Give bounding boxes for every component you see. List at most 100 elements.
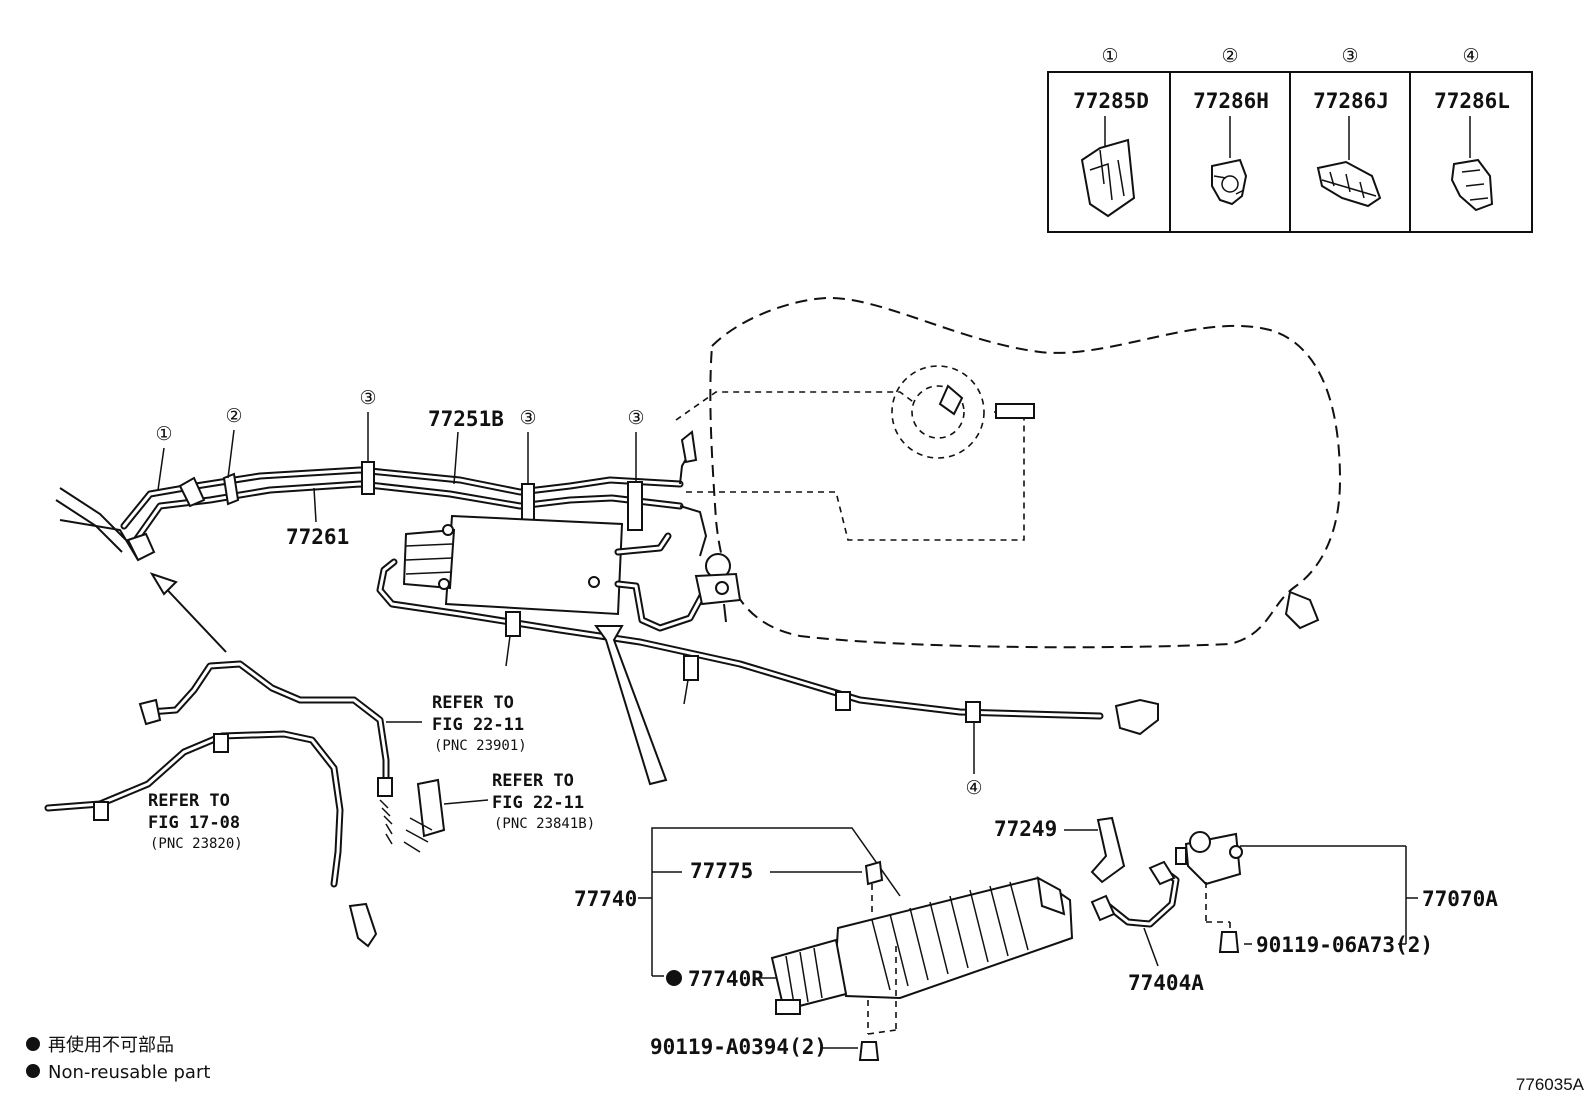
line-end-bolt [348, 902, 378, 948]
clip-table-index-2: ② [1221, 45, 1238, 67]
hose-77249 [1090, 816, 1126, 884]
clip-table-index-1: ① [1101, 45, 1118, 67]
bolt-90119-06A73 [1218, 931, 1240, 953]
reference-2-line1: REFER TO [492, 771, 574, 791]
legend: 再使用不可部品 Non-reusable part [26, 1035, 210, 1083]
clip-3c-on-pipe [627, 481, 643, 531]
part-number-90119-06A73: 90119-06A73(2) [1256, 933, 1433, 957]
line-end-fitting [138, 698, 162, 726]
bolt-90119-A0394 [858, 1041, 880, 1061]
clip-table-part-77286L: 77286L [1434, 89, 1510, 113]
reference-3-line2: FIG 17-08 [148, 813, 240, 833]
clip-reference-table: ① ② ③ ④ 77285D 77286H 77286J 77286L [1047, 45, 1533, 233]
clip-77285D-drawing [1080, 138, 1136, 218]
legend-english: Non-reusable part [48, 1062, 210, 1083]
part-number-77740R: 77740R [688, 967, 764, 991]
fuel-tank-outline [675, 296, 1342, 649]
callout-4: ④ [965, 777, 982, 799]
leader-line [227, 429, 235, 479]
reference-3-line1: REFER TO [148, 791, 230, 811]
callout-2: ② [225, 405, 242, 427]
reference-1-line1: REFER TO [432, 693, 514, 713]
canister-port [1036, 876, 1066, 916]
fuel-pump-ring [911, 385, 965, 439]
clip-4-on-hose [965, 701, 981, 723]
canister-filter-77740R [770, 938, 848, 1012]
clip-table-part-77286H: 77286H [1193, 89, 1269, 113]
reference-2-line2: FIG 22-11 [492, 793, 584, 813]
canister-mount-bolt [438, 578, 450, 590]
purge-valve [694, 553, 742, 623]
figure-id: 776035A [1516, 1075, 1585, 1094]
arrow-to-canister [594, 625, 668, 786]
installed-canister [376, 514, 1159, 736]
canister-assembly-exploded: 77740 77775 77740R 90119-A0394(2) [574, 827, 1074, 1061]
tank-vent-cap [1284, 590, 1320, 630]
non-reusable-marker [666, 970, 682, 986]
leader-line [313, 487, 317, 523]
pipe-end-connector [126, 532, 156, 562]
callout-3a: ③ [359, 387, 376, 409]
part-number-77251B: 77251B [428, 407, 504, 431]
reference-1-pnc: (PNC 23901) [434, 738, 527, 754]
clip-table-index-4: ④ [1462, 45, 1479, 67]
leader-line [443, 799, 489, 805]
canister-mount-bolt [588, 576, 600, 588]
hose-end [1148, 860, 1176, 886]
part-number-77249: 77249 [994, 817, 1057, 841]
bracket-line [651, 827, 901, 898]
leader-line [157, 447, 165, 491]
vent-hose-end [1114, 698, 1159, 736]
part-number-77404A: 77404A [1128, 971, 1204, 995]
clip-1-on-pipe [178, 476, 206, 508]
leader-line [1143, 927, 1159, 967]
clip-3a-on-pipe [361, 461, 375, 495]
leader-line [453, 431, 459, 485]
part-number-77775: 77775 [690, 859, 753, 883]
clip-77286J-drawing [1316, 160, 1382, 208]
hose-end [1090, 894, 1116, 922]
bracket-part [416, 778, 446, 838]
pipe-fitting [680, 430, 698, 464]
part-number-90119-A0394: 90119-A0394(2) [650, 1035, 827, 1059]
external-fuel-lines [44, 660, 446, 948]
legend-japanese: 再使用不可部品 [48, 1035, 174, 1056]
callout-3b: ③ [519, 407, 536, 429]
hoses-and-valve: 77249 77404A 77070A 90119-06A73(2) [994, 816, 1498, 995]
line-end-fitting [377, 777, 393, 797]
tank-valve [938, 384, 964, 416]
reference-3-pnc: (PNC 23820) [150, 836, 243, 852]
fuel-pump-flange [891, 365, 985, 459]
legend-bullet [26, 1037, 40, 1051]
clip-77286L-drawing [1450, 158, 1494, 212]
clip-2-on-pipe [222, 472, 240, 506]
reference-1-line2: FIG 22-11 [432, 715, 524, 735]
valve-77070A [1175, 831, 1243, 886]
canister-body [444, 514, 624, 616]
callout-3c: ③ [627, 407, 644, 429]
direction-arrows [149, 572, 668, 786]
callout-1: ① [155, 423, 172, 445]
line-clip [93, 801, 109, 821]
clip-77286H-drawing [1211, 158, 1248, 206]
clip-table-part-77286J: 77286J [1313, 89, 1389, 113]
canister-mount-bolt [442, 524, 454, 536]
arrow-head [149, 572, 178, 596]
clip-table-part-77285D: 77285D [1073, 89, 1149, 113]
callout-markers: ① ② ③ ③ ③ ④ [155, 387, 982, 799]
legend-bullet [26, 1064, 40, 1078]
fuel-pipe-bundle [55, 430, 708, 562]
reference-2-pnc: (PNC 23841B) [494, 816, 595, 832]
tank-clamp [995, 403, 1035, 419]
part-number-77740: 77740 [574, 887, 637, 911]
arrow-shaft [157, 579, 227, 653]
part-number-77261: 77261 [286, 525, 349, 549]
part-number-77070A: 77070A [1422, 887, 1498, 911]
reference-notes: REFER TO FIG 22-11 (PNC 23901) REFER TO … [148, 693, 595, 852]
line-clip [213, 733, 229, 753]
vent-hose-clip [505, 611, 521, 637]
vent-hose-clip [683, 655, 699, 681]
clip-3b-on-pipe [521, 483, 535, 525]
